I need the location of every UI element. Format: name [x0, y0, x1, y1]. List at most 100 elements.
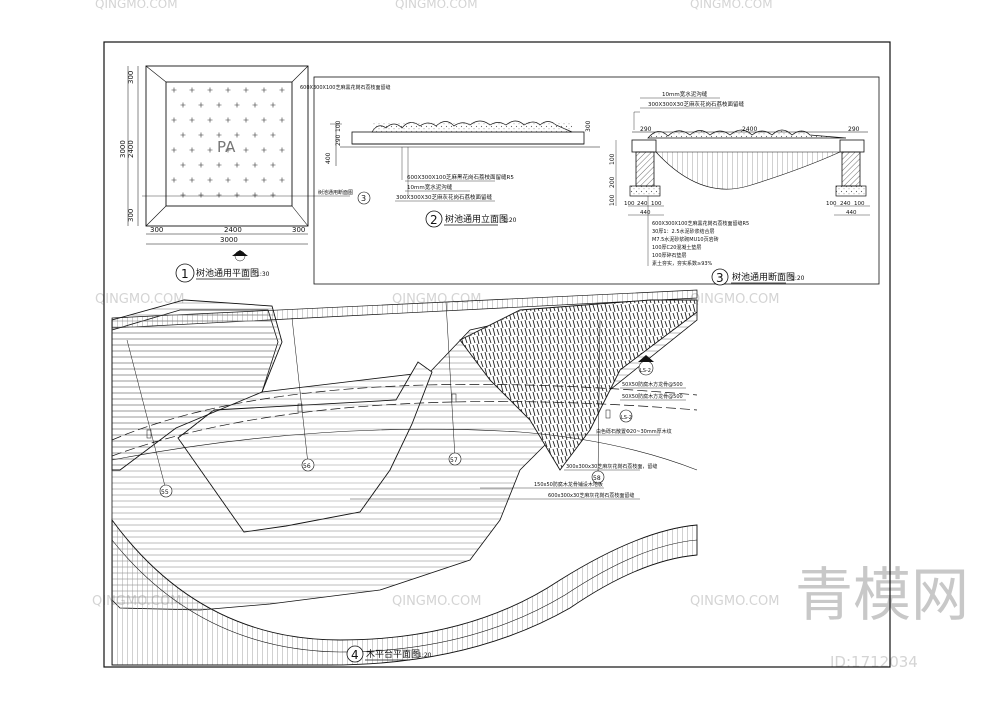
grass-symbol — [198, 162, 204, 168]
svg-text:600x300x30芝麻灰花岗石荔枝面留缝: 600x300x30芝麻灰花岗石荔枝面留缝 — [548, 492, 634, 499]
svg-text:100: 100 — [826, 201, 837, 207]
grass-symbol — [171, 117, 177, 123]
grass-symbol — [252, 132, 258, 138]
grass-symbol — [270, 102, 276, 108]
drawing-title: 树池通用断面图 — [732, 271, 795, 283]
watermark-brand: 青模网 — [795, 561, 969, 629]
grass-symbol-grid — [171, 87, 285, 198]
drawing-number-badge — [711, 268, 729, 286]
drawing-number-badge — [425, 210, 443, 228]
watermark-text: QINGMO.COM — [95, 292, 184, 307]
sheet-ref: LS-2 — [621, 415, 632, 421]
grass-symbol — [189, 147, 195, 153]
drawing-title: 木平台平面图 — [366, 648, 420, 660]
drawing-number-badge — [346, 645, 364, 663]
svg-text:白色砾石散置Φ20~30mm厚木纹: 白色砾石散置Φ20~30mm厚木纹 — [596, 428, 672, 435]
grass-symbol — [243, 177, 249, 183]
watermark-text: QINGMO.COM — [95, 0, 178, 11]
svg-text:3000: 3000 — [119, 140, 127, 158]
svg-text:100厚碎石垫层: 100厚碎石垫层 — [652, 252, 687, 259]
ref-tag: 56 — [303, 463, 311, 470]
ref-tag: 58 — [593, 475, 601, 482]
svg-text:300: 300 — [585, 120, 592, 132]
svg-text:1:30: 1:30 — [256, 271, 270, 278]
grass-symbol — [234, 132, 240, 138]
svg-text:10mm宽水泥沟缝: 10mm宽水泥沟缝 — [662, 90, 708, 98]
svg-text:440: 440 — [846, 210, 857, 216]
svg-text:素土夯实，夯实系数≥93%: 素土夯实，夯实系数≥93% — [652, 260, 713, 267]
svg-text:1:20: 1:20 — [791, 275, 805, 282]
svg-text:2: 2 — [430, 213, 438, 227]
svg-text:150x50防腐木龙骨铺设木地板: 150x50防腐木龙骨铺设木地板 — [534, 481, 603, 488]
svg-text:100: 100 — [651, 201, 662, 207]
grass-symbol — [216, 162, 222, 168]
grass-symbol — [252, 192, 258, 198]
svg-text:100: 100 — [609, 153, 616, 165]
drawing-number-badge — [175, 263, 195, 283]
svg-text:3: 3 — [716, 271, 724, 285]
grass-symbol — [261, 117, 267, 123]
drawing-title: 树池通用平面图 — [196, 267, 259, 279]
svg-text:300: 300 — [292, 226, 305, 234]
svg-text:200: 200 — [609, 176, 616, 188]
watermark-text: QINGMO.COM — [395, 0, 478, 11]
grass-symbol — [189, 87, 195, 93]
svg-text:50X50防腐木方龙骨@500: 50X50防腐木方龙骨@500 — [622, 381, 683, 388]
svg-text:1:20: 1:20 — [418, 652, 432, 659]
grass-symbol — [198, 102, 204, 108]
svg-text:2400: 2400 — [224, 226, 242, 234]
svg-text:600X300X100芝麻黑花岗石荔枝面留缝R5: 600X300X100芝麻黑花岗石荔枝面留缝R5 — [652, 220, 749, 227]
grass-symbol — [198, 132, 204, 138]
svg-text:1:20: 1:20 — [503, 217, 517, 224]
grass-symbol — [216, 192, 222, 198]
svg-text:50X50防腐木方龙骨@500: 50X50防腐木方龙骨@500 — [622, 393, 683, 400]
svg-text:100厚C20混凝土垫层: 100厚C20混凝土垫层 — [652, 244, 701, 251]
grass-symbol — [207, 177, 213, 183]
grass-symbol — [279, 87, 285, 93]
pit-code: PA — [217, 138, 236, 156]
ref-tag: 57 — [450, 457, 458, 464]
svg-text:600X300X100芝麻黑花岗石荔枝面留缝R5: 600X300X100芝麻黑花岗石荔枝面留缝R5 — [407, 173, 514, 181]
svg-text:100: 100 — [624, 201, 635, 207]
sheet-border — [103, 41, 891, 668]
svg-text:10mm宽水泥沟缝: 10mm宽水泥沟缝 — [407, 183, 453, 191]
grass-symbol — [261, 147, 267, 153]
grass-symbol — [189, 117, 195, 123]
svg-text:1: 1 — [181, 267, 189, 281]
grass-symbol — [171, 177, 177, 183]
drawing-title: 树池通用立面图 — [445, 213, 508, 225]
grass-symbol — [225, 147, 231, 153]
svg-text:300X300X30芝麻灰花岗石荔枝面留缝: 300X300X30芝麻灰花岗石荔枝面留缝 — [648, 100, 745, 108]
grass-symbol — [279, 177, 285, 183]
grass-symbol — [180, 162, 186, 168]
grass-symbol — [279, 147, 285, 153]
grass-symbol — [243, 147, 249, 153]
grass-symbol — [261, 177, 267, 183]
grass-symbol — [234, 192, 240, 198]
grass-symbol — [243, 117, 249, 123]
grass-symbol — [207, 117, 213, 123]
grass-symbol — [261, 87, 267, 93]
svg-text:240: 240 — [637, 201, 648, 207]
watermark-layer: QINGMO.COM QINGMO.COM QINGMO.COM QINGMO.… — [92, 0, 969, 671]
section-ref: 3 — [361, 194, 366, 203]
svg-text:300x300x30芝麻灰花岗石荔枝面，留缝: 300x300x30芝麻灰花岗石荔枝面，留缝 — [566, 463, 657, 470]
grass-symbol — [171, 147, 177, 153]
svg-text:M7.5水泥砂浆砌MU10页岩砖: M7.5水泥砂浆砌MU10页岩砖 — [652, 236, 719, 243]
grass-symbol — [180, 132, 186, 138]
grass-symbol — [216, 132, 222, 138]
grass-symbol — [207, 87, 213, 93]
grass-symbol — [171, 87, 177, 93]
deck-plan: 55 56 57 58 LS-2 LS-2 50X50防腐木方龙骨@500 50… — [111, 289, 698, 666]
grass-symbol — [207, 147, 213, 153]
grass-symbol — [270, 132, 276, 138]
svg-text:300X300X30芝麻灰花岗石荔枝面留缝: 300X300X30芝麻灰花岗石荔枝面留缝 — [396, 193, 493, 201]
grass-symbol — [270, 192, 276, 198]
grass-symbol — [252, 162, 258, 168]
svg-text:400: 400 — [325, 152, 332, 164]
watermark-text: QINGMO.COM — [690, 0, 773, 11]
detail-frame — [313, 76, 880, 285]
svg-text:240: 240 — [840, 201, 851, 207]
